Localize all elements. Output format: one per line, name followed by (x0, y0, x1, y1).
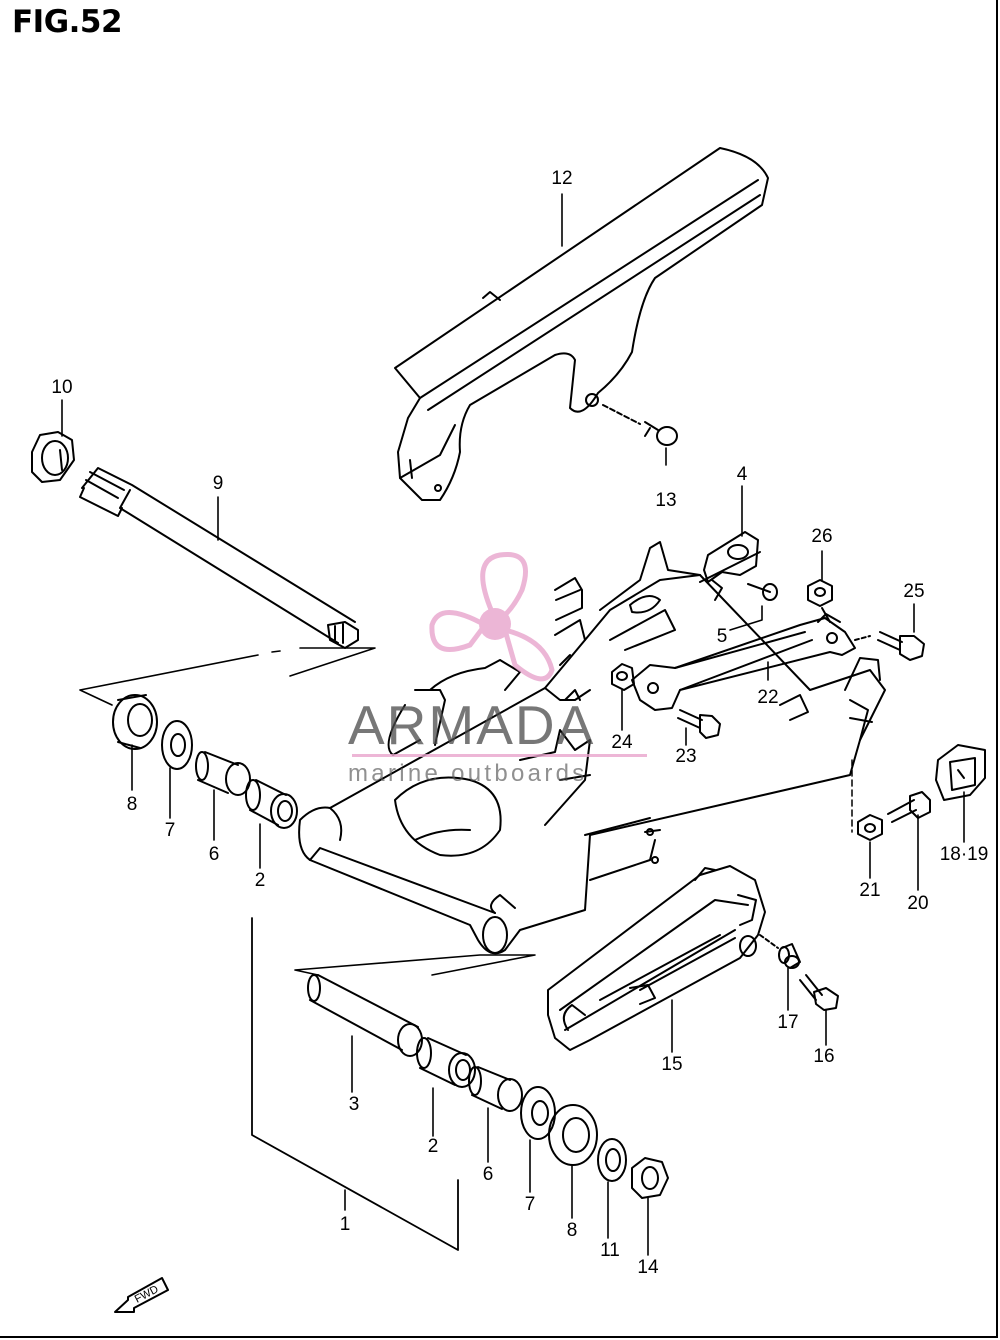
part-swingarm[interactable] (298, 541, 886, 955)
watermark-underline (352, 754, 647, 757)
part-adjuster-nut[interactable] (851, 759, 883, 841)
part-washer-lower[interactable] (520, 1086, 556, 1140)
callout-24: 24 (611, 732, 633, 753)
callout-4: 4 (737, 464, 748, 485)
part-bushing-lower[interactable] (468, 1066, 523, 1112)
callout-20: 20 (907, 893, 928, 914)
part-dust-seal-lower[interactable] (548, 1104, 598, 1166)
callout-22: 22 (757, 687, 778, 708)
part-torque-link-bolt-23[interactable] (677, 709, 721, 739)
part-torque-link-nut-24[interactable] (611, 663, 635, 691)
callout-10: 10 (51, 377, 72, 398)
pivot-stack-leader (294, 954, 536, 976)
figure-title: FIG.52 (12, 4, 123, 40)
callout-5: 5 (717, 626, 728, 647)
callout-6-left: 6 (209, 844, 220, 865)
forward-arrow-icon: FWD (114, 1277, 169, 1313)
callout-11: 11 (600, 1240, 620, 1261)
part-bushing-left[interactable] (195, 751, 251, 796)
part-pivot-shaft[interactable] (79, 467, 359, 649)
callout-9: 9 (213, 473, 224, 494)
part-buffer-spacer[interactable] (759, 934, 801, 969)
callout-3: 3 (349, 1094, 360, 1115)
callout-2-lower: 2 (428, 1136, 439, 1157)
part-cover-screw[interactable] (602, 404, 678, 446)
assembly-bracket (251, 917, 459, 1251)
watermark-brand: ARMADA (348, 694, 596, 756)
part-bearing-left[interactable] (245, 779, 298, 829)
part-pivot-nut[interactable] (31, 431, 75, 483)
part-adjuster-bolt[interactable] (887, 791, 931, 823)
part-pivot-spacer[interactable] (307, 974, 423, 1057)
part-bearing-lower[interactable] (416, 1037, 476, 1088)
callout-labels: 12 10 9 13 4 26 25 5 22 24 23 8 7 6 2 18… (51, 168, 988, 1278)
callout-1: 1 (340, 1214, 351, 1235)
callout-2-left: 2 (255, 870, 266, 891)
part-torque-link[interactable] (631, 613, 856, 711)
part-chain-adjuster-plate[interactable] (935, 744, 986, 801)
callout-6-lower: 6 (483, 1164, 494, 1185)
callout-25: 25 (903, 581, 924, 602)
part-chain-cover[interactable] (394, 147, 769, 501)
callout-13: 15 (661, 1054, 682, 1075)
callout-21: 21 (859, 880, 880, 901)
part-torque-link-bolt-25[interactable] (854, 631, 925, 661)
part-hose-guide-bracket[interactable] (703, 531, 778, 601)
callout-14: 16 (813, 1046, 834, 1067)
callout-7-lower: 7 (525, 1194, 536, 1215)
part-torque-link-nut-26[interactable] (807, 579, 833, 623)
part-washer-left[interactable] (161, 720, 193, 770)
callout-8-left: 8 (127, 794, 138, 815)
callout-23: 23 (675, 746, 696, 767)
callout-8-lower: 8 (567, 1220, 578, 1241)
callout-18-19: 18·19 (940, 844, 989, 865)
callout-12: 14 (637, 1257, 659, 1278)
watermark-tagline: marine outboards (348, 760, 588, 787)
part-nut-12[interactable] (631, 1157, 669, 1199)
callout-16: 12 (551, 168, 572, 189)
callout-15: 17 (777, 1012, 798, 1033)
part-chain-buffer[interactable] (547, 865, 766, 1051)
shaft-leader (79, 647, 376, 706)
part-washer-11[interactable] (597, 1138, 627, 1182)
part-buffer-bolt[interactable] (799, 974, 839, 1011)
callout-7-left: 7 (165, 820, 176, 841)
part-dust-seal-left[interactable] (112, 694, 158, 750)
callout-26: 26 (811, 526, 832, 547)
leader-lines (61, 193, 965, 1256)
watermark-propeller-icon (429, 551, 555, 682)
callout-17: 13 (655, 490, 676, 511)
